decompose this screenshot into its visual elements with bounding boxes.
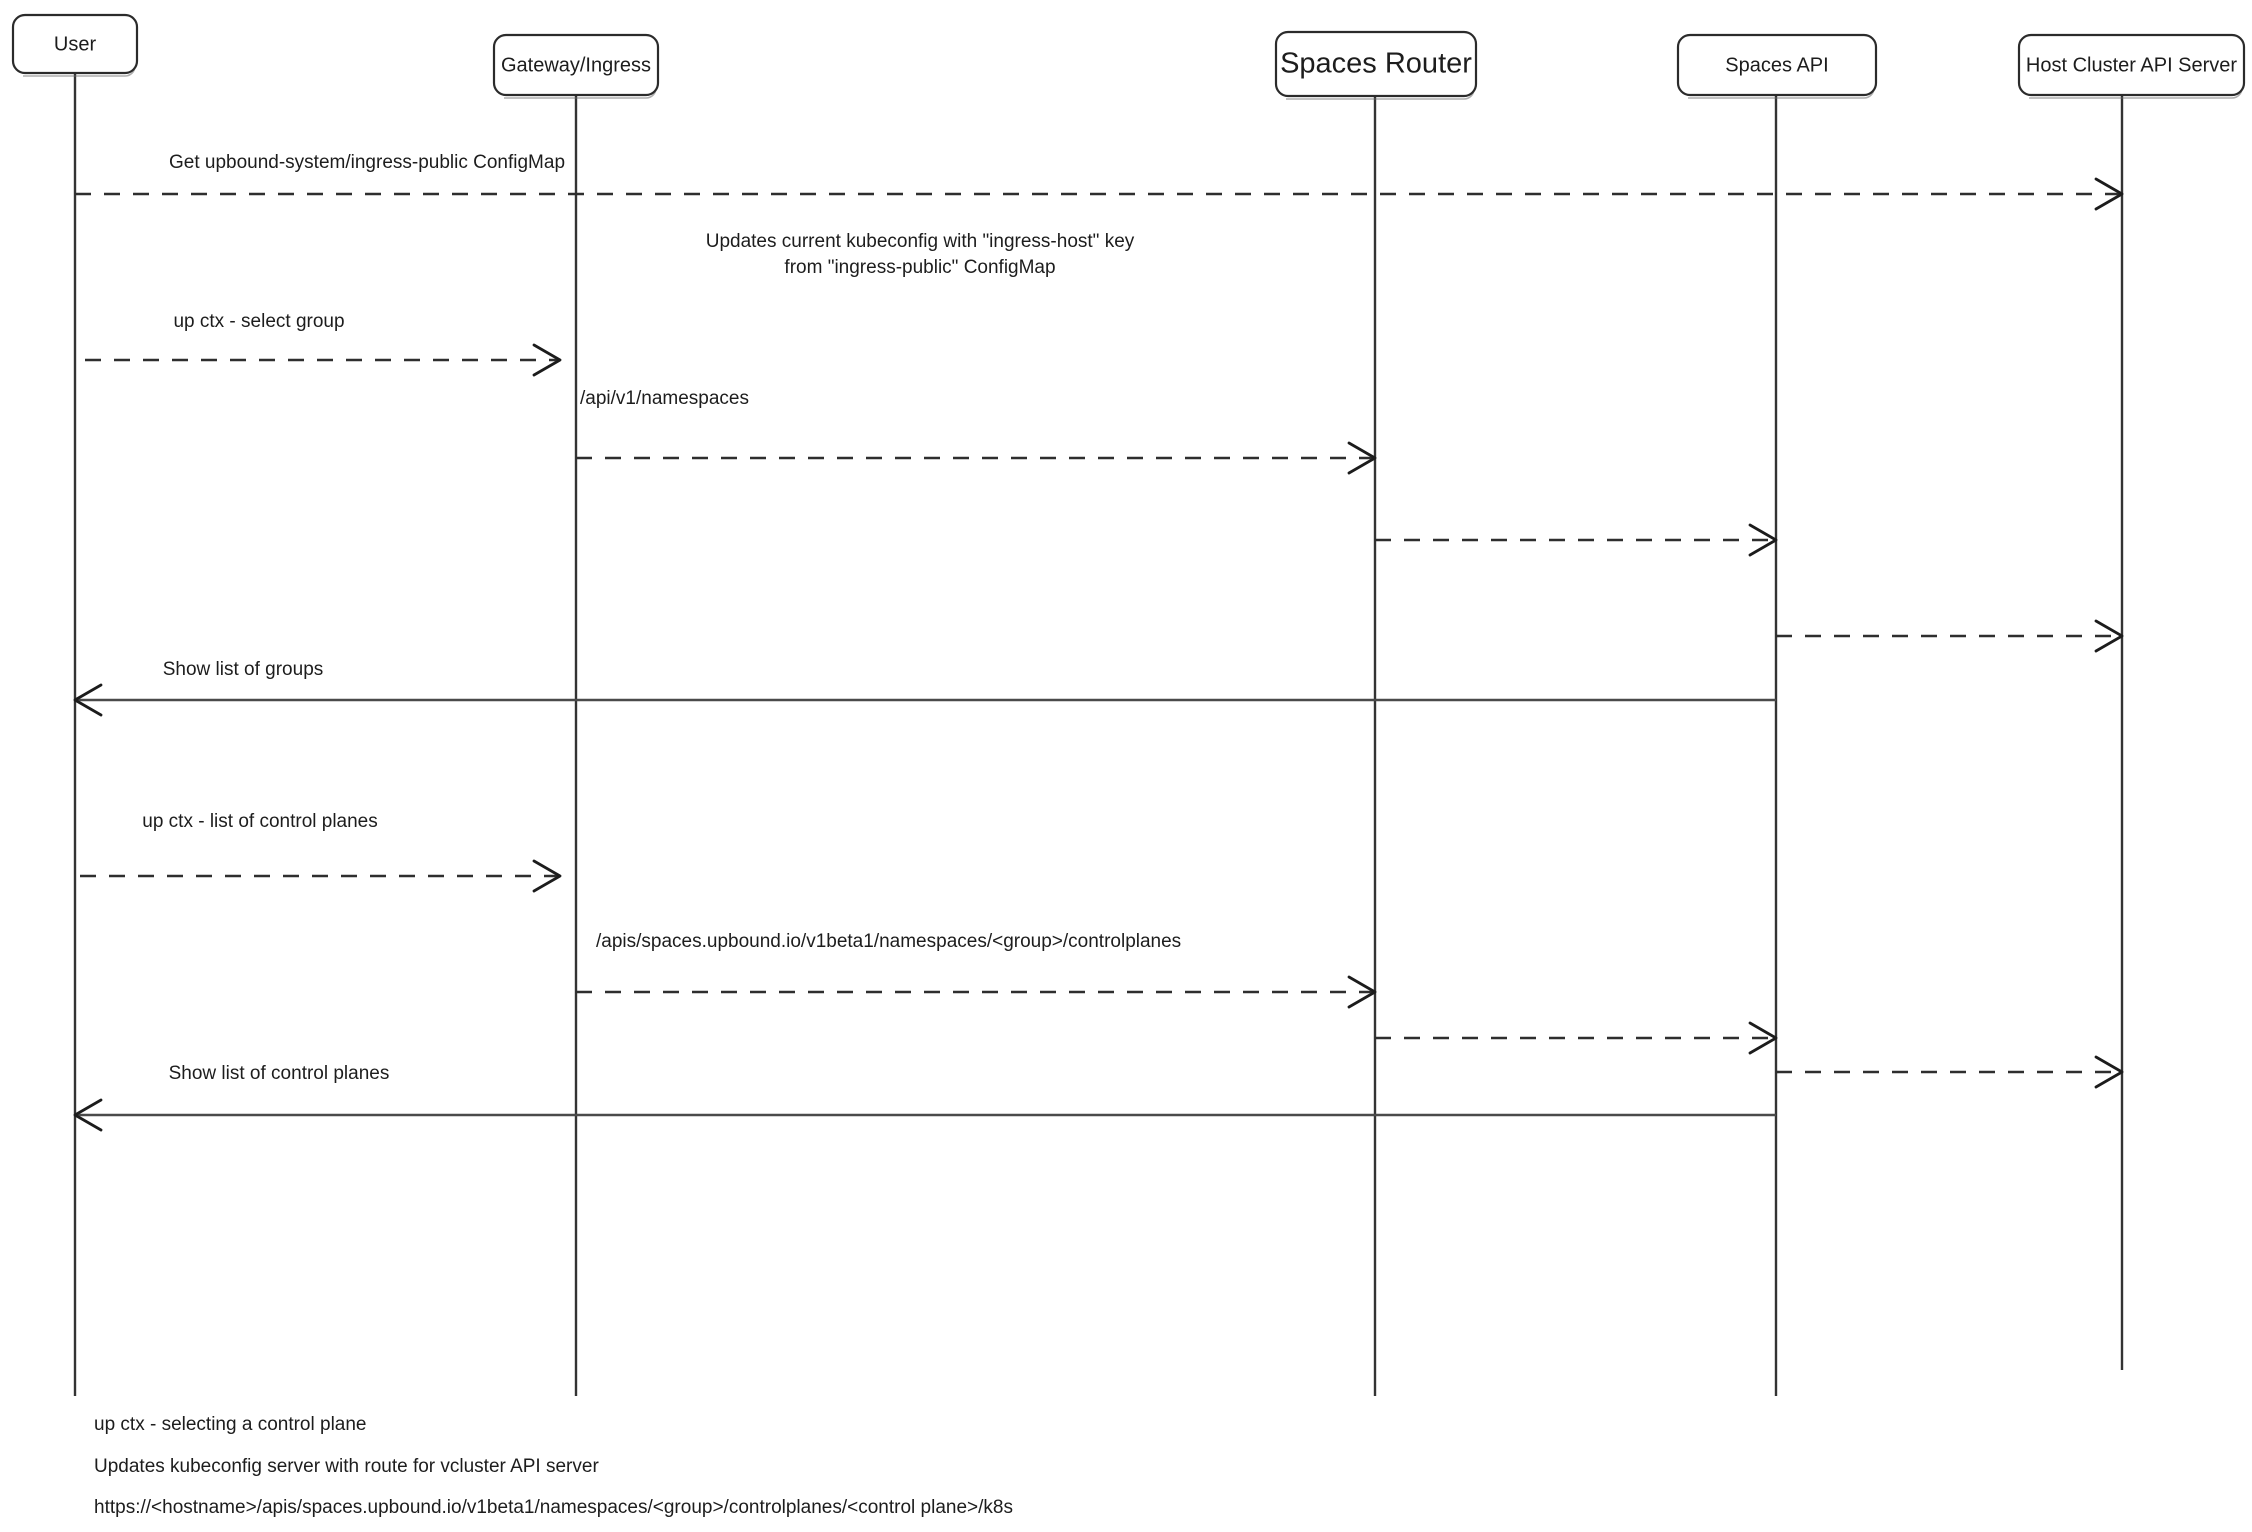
message-label: Updates current kubeconfig with "ingress… (706, 231, 1135, 252)
participant-router[interactable]: Spaces Router (1274, 30, 1478, 100)
arrowhead (532, 343, 562, 377)
message-m8: up ctx - list of control planes (80, 811, 562, 893)
arrowhead (2094, 619, 2124, 653)
note-n2: Updates kubeconfig server with route for… (94, 1456, 599, 1477)
notes-group: up ctx - selecting a control planeUpdate… (94, 1414, 1013, 1518)
arrowhead (1347, 975, 1377, 1009)
participant-spacesapi[interactable]: Spaces API (1676, 33, 1878, 99)
message-m1: Get upbound-system/ingress-public Config… (75, 152, 2124, 211)
lifelines-group (73, 73, 2124, 1396)
message-m10 (1375, 1021, 1778, 1055)
participant-label-user: User (54, 33, 97, 55)
participant-box[interactable] (11, 13, 139, 75)
participant-hostapi[interactable]: Host Cluster API Server (2017, 33, 2246, 99)
message-label: Get upbound-system/ingress-public Config… (169, 152, 565, 173)
message-label: /apis/spaces.upbound.io/v1beta1/namespac… (596, 931, 1181, 952)
message-label-line2: from "ingress-public" ConfigMap (784, 257, 1055, 278)
message-m11 (1776, 1055, 2124, 1089)
message-label: up ctx - list of control planes (142, 811, 378, 832)
arrowhead (1748, 523, 1778, 557)
participant-label-router: Spaces Router (1280, 48, 1472, 80)
message-m3: up ctx - select group (85, 311, 562, 377)
participant-box[interactable] (1676, 33, 1878, 97)
message-label: Show list of control planes (169, 1063, 390, 1084)
message-m7: Show list of groups (73, 659, 1776, 717)
arrowhead (2094, 1055, 2124, 1089)
participant-label-gateway: Gateway/Ingress (501, 54, 651, 76)
participant-box[interactable] (2017, 33, 2246, 97)
message-label: /api/v1/namespaces (580, 388, 749, 409)
arrowhead (1347, 441, 1377, 475)
note-n3: https://<hostname>/apis/spaces.upbound.i… (94, 1497, 1013, 1518)
arrowhead (73, 1098, 103, 1132)
arrowhead (1748, 1021, 1778, 1055)
message-m12: Show list of control planes (73, 1063, 1776, 1132)
arrowhead (532, 859, 562, 893)
participant-gateway[interactable]: Gateway/Ingress (492, 33, 660, 99)
message-label: Show list of groups (163, 659, 324, 680)
message-m6 (1776, 619, 2124, 653)
message-label: up ctx - select group (173, 311, 344, 332)
participant-label-hostapi: Host Cluster API Server (2026, 54, 2238, 76)
message-m9: /apis/spaces.upbound.io/v1beta1/namespac… (576, 931, 1377, 1009)
note-n1: up ctx - selecting a control plane (94, 1414, 367, 1435)
arrowhead (73, 683, 103, 717)
participant-user[interactable]: User (11, 13, 139, 77)
messages-group: Get upbound-system/ingress-public Config… (73, 152, 2124, 1132)
message-m5 (1375, 523, 1778, 557)
participant-box[interactable] (492, 33, 660, 97)
participant-label-spacesapi: Spaces API (1725, 54, 1828, 76)
participant-box[interactable] (1274, 30, 1478, 98)
message-m2: Updates current kubeconfig with "ingress… (706, 231, 1135, 278)
message-m4: /api/v1/namespaces (576, 388, 1377, 475)
arrowhead (2094, 177, 2124, 211)
